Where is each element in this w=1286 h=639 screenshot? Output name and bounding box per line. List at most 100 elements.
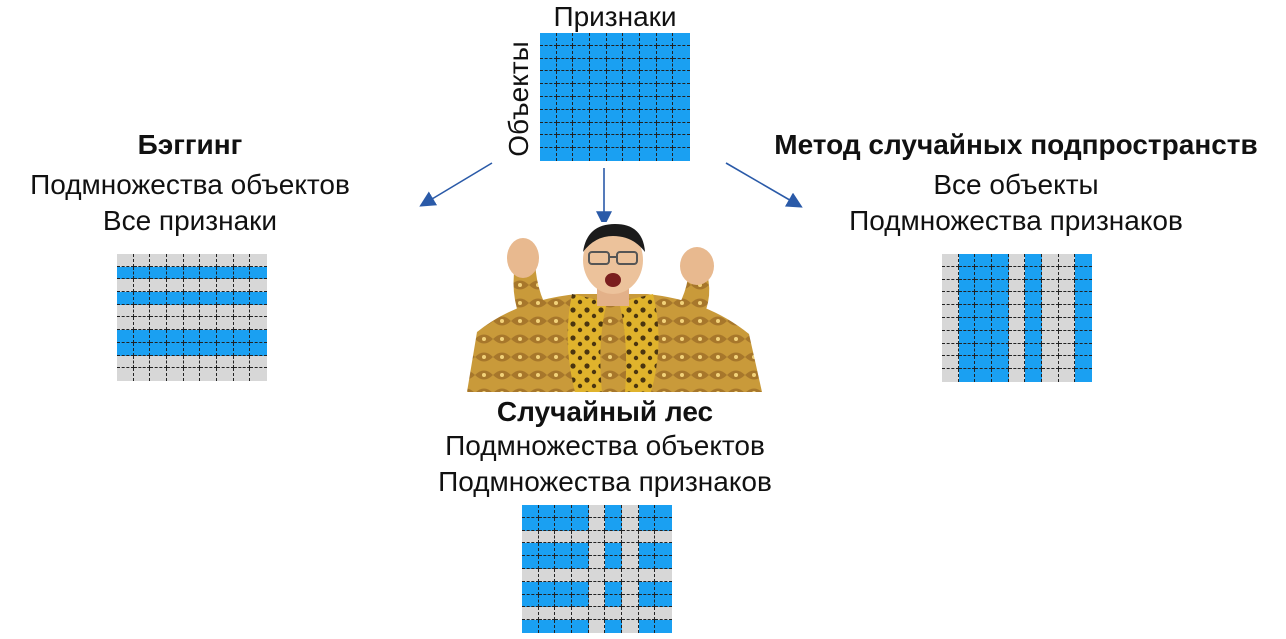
matrix-cell <box>975 254 992 267</box>
matrix-cell <box>1075 292 1092 306</box>
matrix-cell <box>656 109 674 123</box>
matrix-cell <box>538 594 556 608</box>
matrix-cell <box>656 58 674 72</box>
matrix-cell <box>573 58 590 72</box>
bagging-matrix <box>117 254 267 381</box>
matrix-cell <box>133 355 151 369</box>
matrix-cell <box>1075 343 1092 357</box>
matrix-cell <box>991 305 1009 318</box>
matrix-cell <box>522 620 539 633</box>
matrix-cell <box>605 556 622 569</box>
matrix-cell <box>556 45 574 59</box>
matrix-cell <box>250 266 267 280</box>
matrix-cell <box>150 304 167 318</box>
matrix-cell <box>540 84 557 97</box>
matrix-cell <box>1025 254 1042 267</box>
matrix-cell <box>166 368 184 381</box>
matrix-cell <box>1025 292 1042 306</box>
matrix-cell <box>673 122 690 136</box>
matrix-cell <box>638 543 656 557</box>
matrix-cell <box>623 122 640 136</box>
matrix-cell <box>621 569 639 582</box>
random-forest-line2: Подмножества признаков <box>438 466 772 497</box>
matrix-cell <box>588 543 606 557</box>
matrix-cell <box>133 266 151 280</box>
matrix-cell <box>200 342 217 356</box>
matrix-cell <box>573 84 590 97</box>
matrix-cell <box>673 33 690 46</box>
matrix-cell <box>638 569 656 582</box>
matrix-cell <box>958 305 976 318</box>
matrix-cell <box>133 368 151 381</box>
matrix-cell <box>200 292 217 305</box>
matrix-cell <box>942 305 959 318</box>
matrix-cell <box>588 594 606 608</box>
matrix-cell <box>555 543 572 557</box>
matrix-cell <box>522 594 539 608</box>
matrix-cell <box>1025 369 1042 382</box>
matrix-cell <box>639 97 657 110</box>
matrix-cell <box>216 355 234 369</box>
matrix-cell <box>1008 254 1026 267</box>
matrix-cell <box>133 342 151 356</box>
matrix-cell <box>200 254 217 267</box>
matrix-cell <box>588 505 606 518</box>
matrix-cell <box>991 266 1009 280</box>
matrix-cell <box>150 368 167 381</box>
matrix-cell <box>216 330 234 343</box>
matrix-cell <box>166 355 184 369</box>
matrix-cell <box>216 342 234 356</box>
matrix-cell <box>638 581 656 595</box>
matrix-cell <box>250 330 267 343</box>
matrix-cell <box>991 356 1009 370</box>
matrix-cell <box>556 84 574 97</box>
matrix-cell <box>1025 330 1042 344</box>
matrix-cell <box>538 607 556 621</box>
matrix-cell <box>975 292 992 306</box>
matrix-cell <box>655 530 672 544</box>
matrix-cell <box>1041 254 1059 267</box>
matrix-cell <box>200 279 217 293</box>
matrix-cell <box>975 356 992 370</box>
matrix-cell <box>589 58 607 72</box>
matrix-cell <box>538 569 556 582</box>
person-illustration <box>467 224 762 392</box>
matrix-cell <box>639 58 657 72</box>
matrix-cell <box>555 530 572 544</box>
matrix-cell <box>538 556 556 569</box>
matrix-cell <box>655 517 672 531</box>
matrix-cell <box>623 84 640 97</box>
matrix-cell <box>638 517 656 531</box>
matrix-cell <box>621 505 639 518</box>
matrix-cell <box>1025 356 1042 370</box>
matrix-cell <box>216 279 234 293</box>
matrix-cell <box>166 279 184 293</box>
matrix-cell <box>606 84 624 97</box>
matrix-cell <box>638 607 656 621</box>
matrix-cell <box>958 330 976 344</box>
matrix-cell <box>673 58 690 72</box>
matrix-cell <box>133 292 151 305</box>
matrix-cell <box>540 109 557 123</box>
matrix-cell <box>1075 254 1092 267</box>
matrix-cell <box>183 317 201 331</box>
random-forest-title: Случайный лес <box>496 396 714 427</box>
matrix-cell <box>522 556 539 569</box>
matrix-cell <box>1075 266 1092 280</box>
matrix-cell <box>991 343 1009 357</box>
matrix-cell <box>1025 318 1042 331</box>
matrix-cell <box>621 543 639 557</box>
matrix-cell <box>250 342 267 356</box>
matrix-cell <box>216 254 234 267</box>
rsm-line1: Все объекты <box>933 169 1099 200</box>
matrix-cell <box>958 356 976 370</box>
matrix-cell <box>522 543 539 557</box>
matrix-cell <box>250 279 267 293</box>
matrix-cell <box>656 84 674 97</box>
matrix-cell <box>1058 305 1076 318</box>
matrix-cell <box>1008 279 1026 293</box>
matrix-cell <box>606 58 624 72</box>
matrix-cell <box>639 122 657 136</box>
matrix-cell <box>991 330 1009 344</box>
matrix-cell <box>606 135 624 149</box>
